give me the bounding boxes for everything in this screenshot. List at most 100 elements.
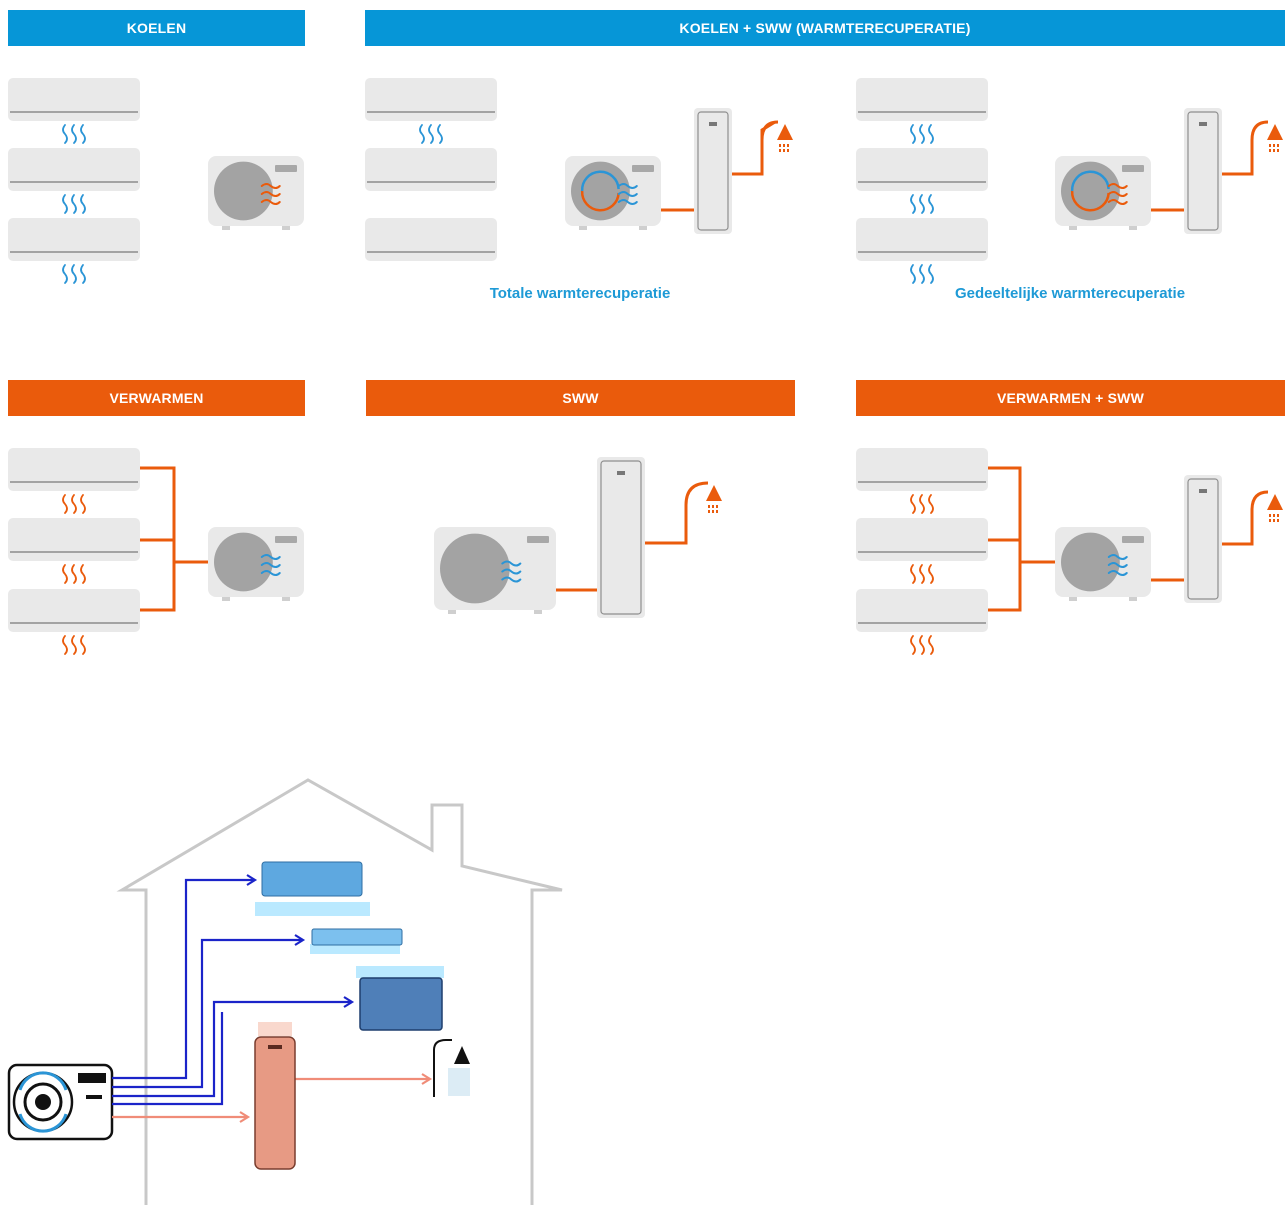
wave-line <box>617 183 638 189</box>
pipe <box>1222 140 1254 176</box>
recovery-arrow-cool <box>1070 170 1110 192</box>
wall-mounted-indoor-unit-icon <box>310 928 403 954</box>
indoor-unit-body <box>8 218 140 261</box>
wave-line <box>428 124 434 144</box>
hot-water-tank-icon <box>694 108 732 234</box>
wall-mounted-indoor-unit-icon <box>8 589 140 632</box>
tank-display <box>709 122 717 126</box>
wave-line <box>80 494 86 514</box>
heat-recovery-arrows-icon <box>1070 170 1110 212</box>
wall-mounted-indoor-unit-icon <box>365 148 497 191</box>
outdoor-unit-fan <box>214 532 273 592</box>
pipe-arrow <box>343 996 355 1008</box>
wave-line <box>80 124 86 144</box>
wave-line <box>919 564 925 584</box>
header-cooling: KOELEN <box>8 10 305 46</box>
warm-air-wave-icon <box>910 564 934 584</box>
outdoor-heat-pump-icon <box>1055 527 1151 601</box>
outdoor-unit-logo <box>1122 536 1144 543</box>
wave-line <box>1107 191 1128 197</box>
tank-outline <box>1187 478 1219 600</box>
hot-water-tank-icon <box>597 457 645 618</box>
wall-mounted-indoor-unit-icon <box>8 148 140 191</box>
wave-line <box>260 191 281 197</box>
wave-line <box>80 194 86 214</box>
wave-line <box>1107 562 1128 568</box>
cold-air-glow <box>255 902 370 916</box>
tank-glow <box>258 1022 292 1036</box>
wave-line <box>80 564 86 584</box>
wave-line <box>910 564 916 584</box>
wall-mounted-indoor-unit-icon <box>856 148 988 191</box>
heat-pump-hub <box>35 1094 51 1110</box>
warm-air-wave-icon <box>910 635 934 655</box>
indoor-unit-body <box>8 518 140 561</box>
wall-mounted-indoor-unit-icon <box>8 448 140 491</box>
outdoor-unit-fan <box>571 161 630 221</box>
pipe-arrow <box>239 1111 251 1123</box>
outdoor-unit-foot <box>282 224 290 230</box>
outdoor-unit-foot <box>1069 224 1077 230</box>
wave-line <box>71 635 77 655</box>
wall-mounted-indoor-unit-icon <box>255 861 370 916</box>
wave-line <box>80 264 86 284</box>
tank-body <box>254 1036 296 1170</box>
wave-line <box>617 191 638 197</box>
wall-mounted-indoor-unit-icon <box>856 78 988 121</box>
outdoor-unit-foot <box>448 608 456 614</box>
pipe <box>645 505 688 545</box>
outdoor-unit-foot <box>1069 595 1077 601</box>
indoor-unit-body <box>856 78 988 121</box>
outdoor-heat-pump-icon <box>434 527 556 614</box>
shower-icon <box>706 485 722 515</box>
pipe-cool <box>112 938 303 1089</box>
indoor-unit-body <box>365 218 497 261</box>
outdoor-unit-foot <box>639 224 647 230</box>
wave-line <box>71 494 77 514</box>
cool-air-wave-icon <box>62 124 86 144</box>
shower-head <box>706 485 722 501</box>
wave-line <box>62 124 68 144</box>
pipe-arrow <box>294 934 306 946</box>
heat-pump-logo <box>78 1073 106 1083</box>
cool-air-wave-icon <box>910 124 934 144</box>
house-wall <box>116 778 563 1205</box>
wall-mounted-indoor-unit-icon <box>856 518 988 561</box>
shower-icon <box>1267 494 1283 524</box>
tank-display <box>1199 489 1207 493</box>
wave-line <box>71 564 77 584</box>
header-cooling-dhw: KOELEN + SWW (WARMTERECUPERATIE) <box>365 10 1285 46</box>
caption-partial-recovery: Gedeeltelijke warmterecuperatie <box>954 285 1186 302</box>
wall-mounted-indoor-unit-icon <box>365 78 497 121</box>
wave-line <box>910 194 916 214</box>
cool-air-wave-icon <box>910 264 934 284</box>
outdoor-unit-fan <box>1061 532 1120 592</box>
hot-water-tank-icon <box>1184 475 1222 603</box>
warm-air-wave-icon <box>1107 183 1128 205</box>
shower-head <box>454 1046 470 1064</box>
outdoor-unit-foot <box>1129 224 1137 230</box>
wave-line <box>71 264 77 284</box>
shower-head <box>1267 494 1283 510</box>
cold-air-glow <box>310 944 400 954</box>
indoor-unit-body <box>365 78 497 121</box>
wall-mounted-indoor-unit-icon <box>8 218 140 261</box>
wave-line <box>928 194 934 214</box>
wave-line <box>260 199 281 205</box>
wave-line <box>928 635 934 655</box>
outdoor-unit-logo <box>632 165 654 172</box>
outdoor-unit-fan <box>1061 161 1120 221</box>
outdoor-unit-fan <box>214 161 273 221</box>
duct-unit <box>311 928 403 946</box>
wall-mounted-indoor-unit-icon <box>856 218 988 261</box>
recovery-arrow <box>18 1113 68 1133</box>
shower-pipe <box>1250 120 1269 141</box>
cool-air-wave-icon <box>617 183 638 205</box>
wave-line <box>501 568 522 575</box>
heat-pump-ring <box>23 1082 63 1122</box>
pipe-cool <box>112 878 255 1080</box>
indoor-unit-body <box>365 148 497 191</box>
pipe-cool <box>112 1012 224 1106</box>
wave-line <box>62 194 68 214</box>
cool-air-wave-icon <box>62 194 86 214</box>
